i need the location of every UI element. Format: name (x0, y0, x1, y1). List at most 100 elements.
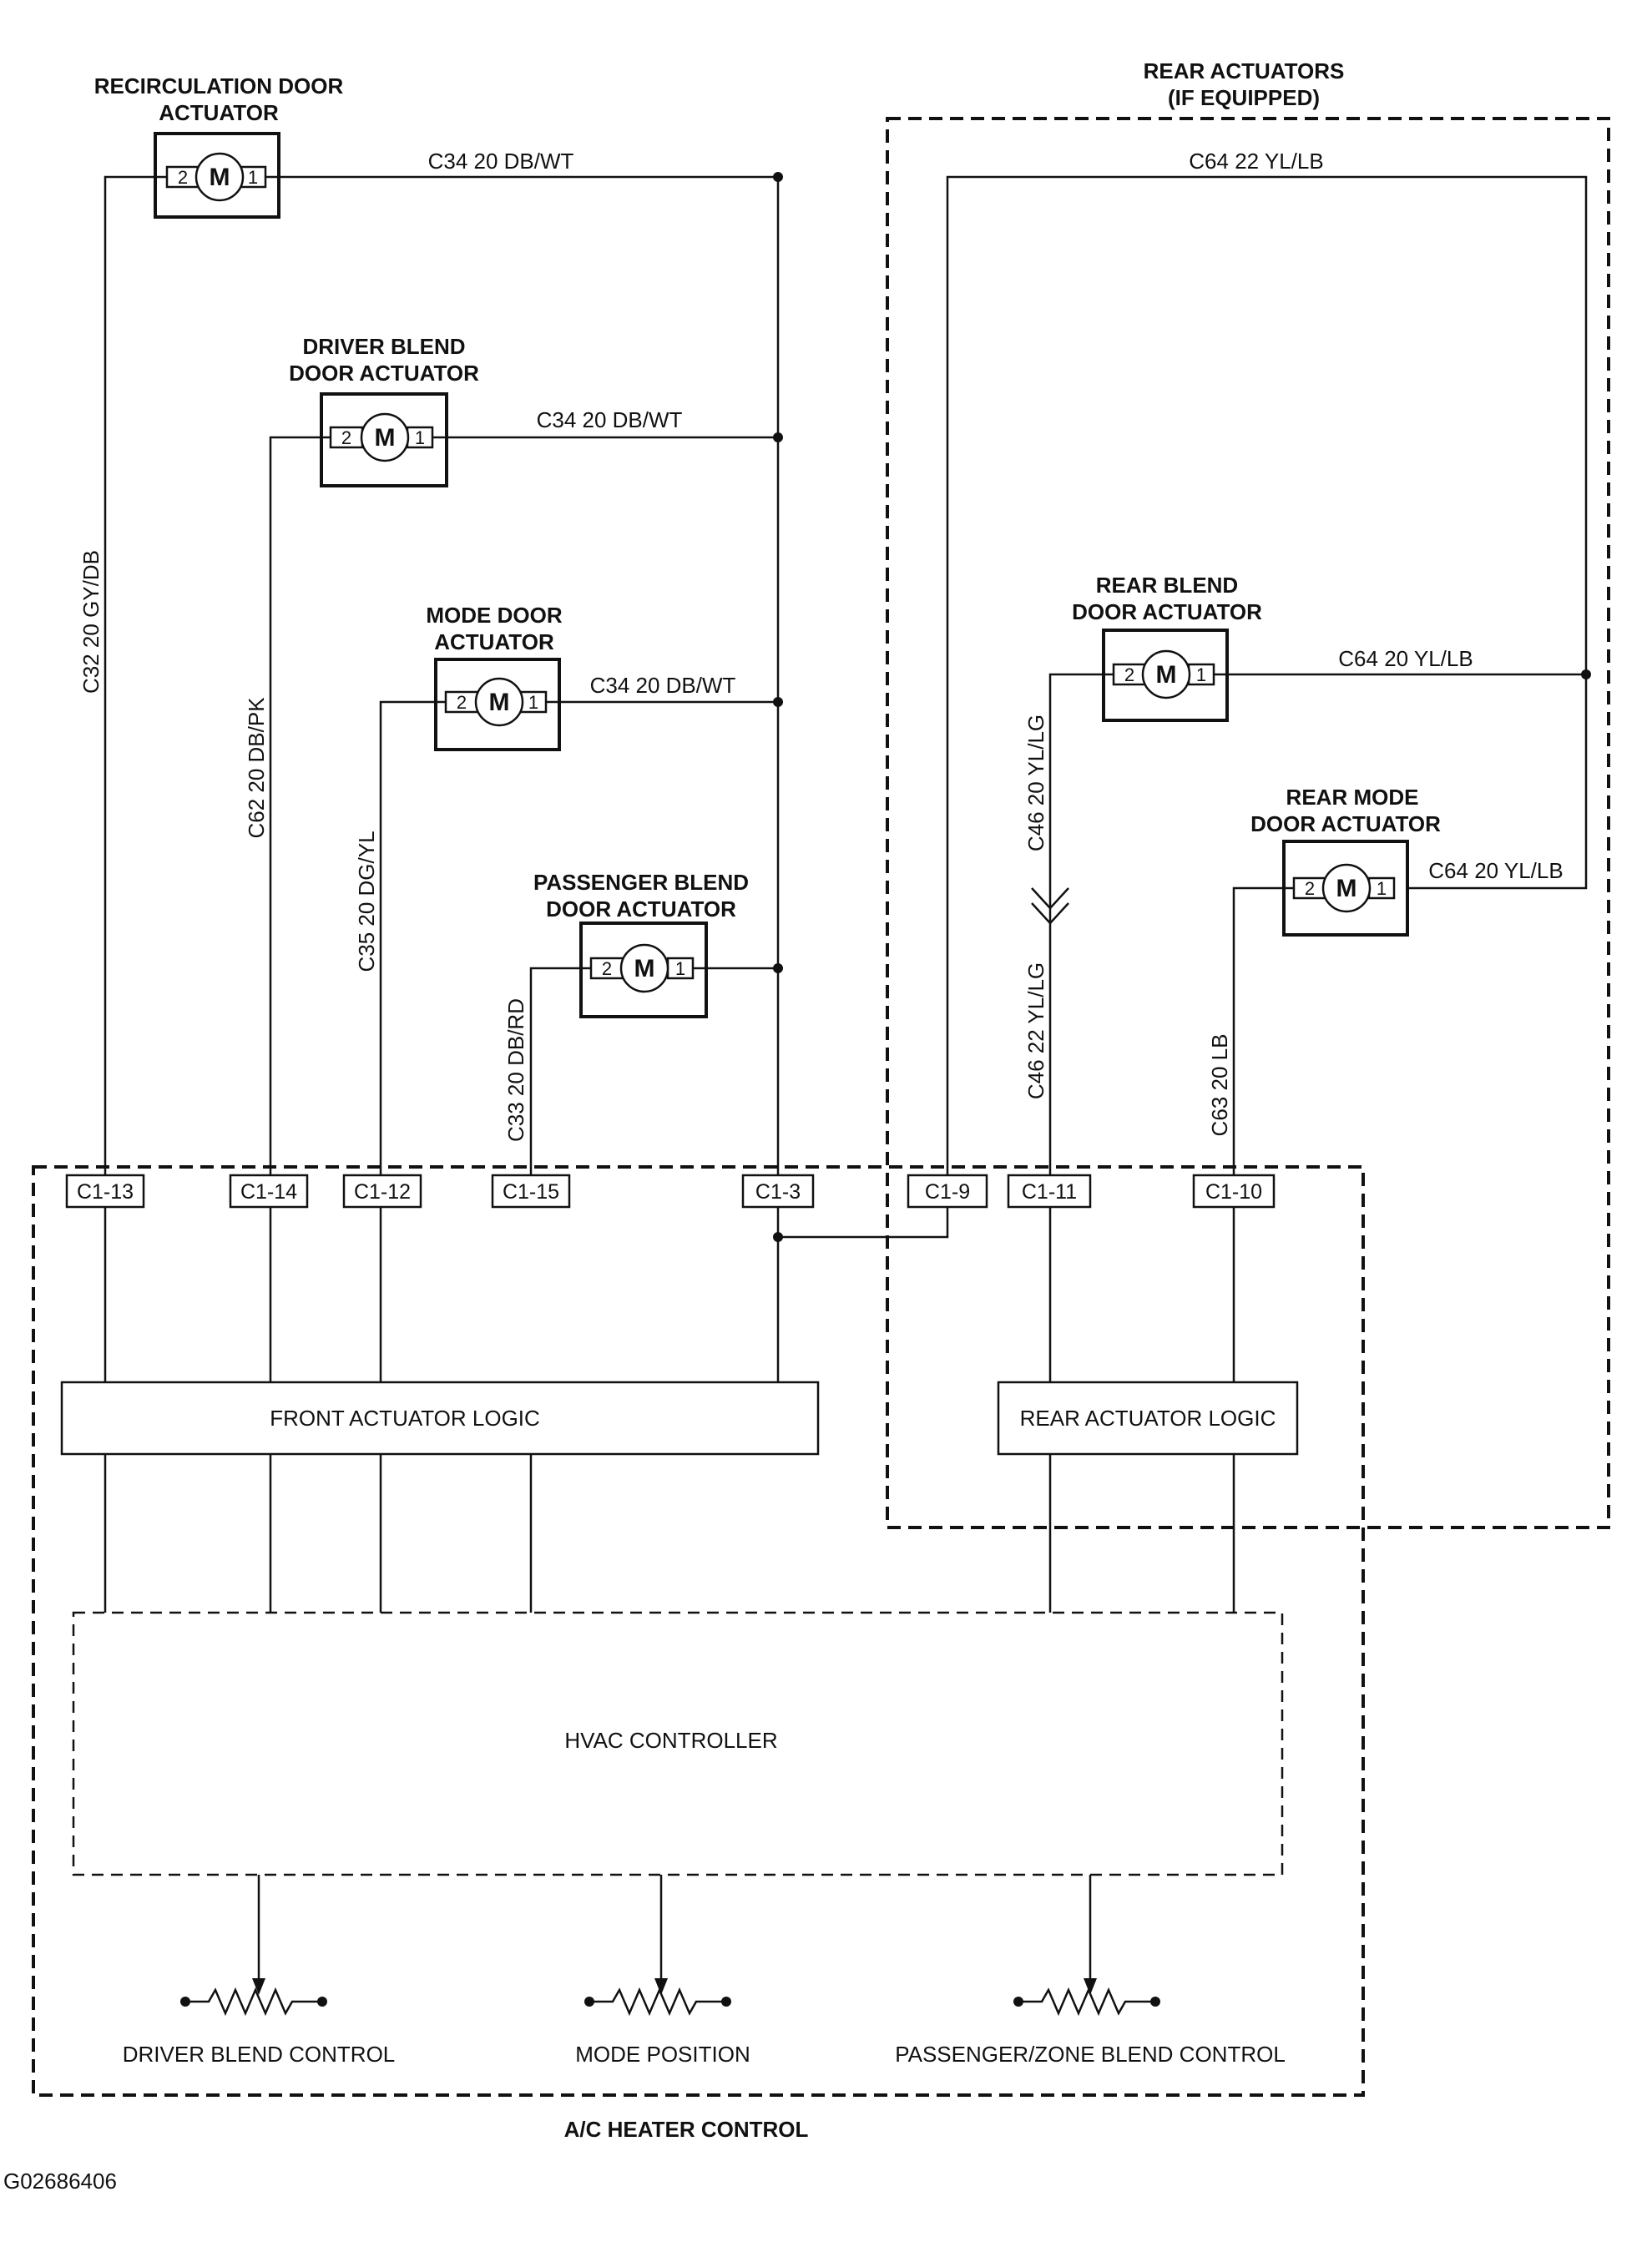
arrowhead (252, 1978, 265, 1995)
svg-text:C1-12: C1-12 (354, 1180, 411, 1204)
c63-wire-label: C63 20 LB (1207, 1034, 1232, 1137)
svg-text:2: 2 (1305, 878, 1315, 899)
recirculation-door-actuator: M 2 1 (154, 132, 280, 219)
connector-c1-13: C1-13 (65, 1174, 145, 1209)
svg-text:C1-13: C1-13 (77, 1180, 134, 1204)
driver-blend-actuator-label-2: DOOR ACTUATOR (289, 361, 479, 386)
passenger-blend-actuator-label: PASSENGER BLEND (533, 870, 749, 895)
passenger-zone-potentiometer (1013, 1987, 1160, 2017)
svg-text:M: M (634, 955, 655, 982)
c33-wire (529, 967, 591, 1179)
c33-wire-label: C33 20 DB/RD (503, 998, 528, 1142)
connector-c1-14: C1-14 (229, 1174, 309, 1209)
svg-text:1: 1 (1196, 664, 1206, 685)
c46-inline-connector-2 (1031, 902, 1069, 925)
c34-mode-wire-label: C34 20 DB/WT (590, 673, 736, 698)
connector-c1-3: C1-3 (741, 1174, 815, 1209)
c32-wire (104, 175, 167, 1179)
connector-c1-11: C1-11 (1007, 1174, 1092, 1209)
mode-door-actuator-label: MODE DOOR (426, 603, 562, 628)
driver-blend-control-label: DRIVER BLEND CONTROL (123, 2042, 396, 2067)
ac-heater-control-label: A/C HEATER CONTROL (564, 2117, 809, 2142)
rear-mode-actuator-label: REAR MODE (1286, 785, 1419, 810)
driver-blend-actuator-label: DRIVER BLEND (302, 334, 465, 359)
svg-text:C1-10: C1-10 (1205, 1180, 1262, 1204)
svg-text:2: 2 (341, 427, 351, 448)
rear-actuator-logic: REAR ACTUATOR LOGIC (997, 1381, 1299, 1456)
passenger-blend-door-actuator: M 2 1 (579, 922, 708, 1018)
svg-text:C1-15: C1-15 (503, 1180, 559, 1204)
c62-wire-label: C62 20 DB/PK (244, 697, 269, 839)
c62-wire (269, 436, 331, 1179)
front-actuator-logic: FRONT ACTUATOR LOGIC (60, 1381, 820, 1456)
c64-rear-blend-wire-label: C64 20 YL/LB (1338, 646, 1473, 671)
connector-c1-15: C1-15 (491, 1174, 571, 1209)
c64-rear-mode-wire-label: C64 20 YL/LB (1428, 858, 1563, 883)
svg-text:2: 2 (178, 167, 188, 188)
connector-c1-12: C1-12 (342, 1174, 422, 1209)
rear-blend-door-actuator: M 2 1 (1102, 629, 1229, 722)
c46-upper-wire-label: C46 20 YL/LG (1023, 715, 1048, 851)
c35-wire (379, 700, 446, 1179)
recirculation-actuator-label: RECIRCULATION DOOR (94, 73, 344, 98)
hvac-controller: HVAC CONTROLLER (72, 1611, 1284, 1876)
c34-recirc-wire-label: C34 20 DB/WT (428, 149, 574, 174)
driver-blend-door-actuator: M 2 1 (320, 392, 448, 487)
svg-text:1: 1 (675, 958, 685, 979)
rear-actuators-heading: REAR ACTUATORS (1144, 58, 1345, 83)
recirculation-actuator-label-2: ACTUATOR (159, 100, 279, 125)
svg-text:C1-11: C1-11 (1022, 1180, 1077, 1204)
splice-dot (773, 963, 783, 973)
mode-potentiometer (584, 1987, 731, 2017)
rear-blend-actuator-label-2: DOOR ACTUATOR (1072, 599, 1262, 624)
connector-c1-10: C1-10 (1192, 1174, 1276, 1209)
splice-dot (773, 697, 783, 707)
c63-wire (1232, 886, 1294, 1179)
svg-text:HVAC CONTROLLER: HVAC CONTROLLER (564, 1728, 777, 1753)
rear-mode-actuator-label-2: DOOR ACTUATOR (1250, 811, 1441, 836)
rear-actuators-subheading: (IF EQUIPPED) (1168, 85, 1320, 110)
diagram-id: G02686406 (3, 2169, 117, 2194)
splice-dot (773, 1232, 783, 1242)
svg-text:2: 2 (457, 692, 467, 713)
rear-mode-door-actuator: M 2 1 (1282, 840, 1409, 937)
svg-text:C1-14: C1-14 (240, 1180, 297, 1204)
svg-text:2: 2 (1124, 664, 1134, 685)
svg-text:2: 2 (602, 958, 612, 979)
c46-inline-connector (1031, 887, 1069, 910)
driver-blend-potentiometer (180, 1987, 327, 2017)
rear-actuators-boundary (886, 117, 1610, 1529)
svg-text:REAR ACTUATOR LOGIC: REAR ACTUATOR LOGIC (1020, 1406, 1276, 1431)
svg-text:M: M (210, 164, 230, 191)
mode-door-actuator-label-2: ACTUATOR (434, 629, 554, 654)
mode-door-actuator: M 2 1 (434, 658, 561, 751)
passenger-zone-control-label: PASSENGER/ZONE BLEND CONTROL (895, 2042, 1286, 2067)
mode-position-label: MODE POSITION (575, 2042, 750, 2067)
splice-dot (773, 172, 783, 182)
svg-text:1: 1 (528, 692, 538, 713)
svg-text:C1-3: C1-3 (755, 1180, 801, 1204)
svg-text:1: 1 (415, 427, 425, 448)
svg-text:M: M (1336, 875, 1357, 902)
c64-top-wire-label: C64 22 YL/LB (1189, 149, 1323, 174)
passenger-blend-actuator-label-2: DOOR ACTUATOR (546, 896, 736, 922)
svg-text:1: 1 (248, 167, 258, 188)
c35-wire-label: C35 20 DG/YL (354, 831, 379, 972)
svg-text:M: M (375, 424, 396, 452)
svg-text:M: M (1156, 661, 1177, 689)
c46-lower-wire-label: C46 22 YL/LG (1023, 962, 1048, 1099)
svg-text:M: M (489, 689, 510, 716)
svg-text:FRONT ACTUATOR LOGIC: FRONT ACTUATOR LOGIC (270, 1406, 540, 1431)
connector-c1-9: C1-9 (907, 1174, 988, 1209)
svg-text:C1-9: C1-9 (925, 1180, 970, 1204)
rear-blend-actuator-label: REAR BLEND (1096, 573, 1238, 598)
c1-3-to-c1-9-wire (778, 1207, 949, 1239)
c32-wire-label: C32 20 GY/DB (78, 550, 104, 694)
arrowhead (654, 1978, 668, 1995)
svg-text:1: 1 (1377, 878, 1387, 899)
c46-wire (1048, 673, 1114, 1179)
arrowhead (1084, 1978, 1097, 1995)
ac-heater-control-boundary (32, 1165, 1365, 2097)
c64-22-wire (946, 175, 1588, 1179)
